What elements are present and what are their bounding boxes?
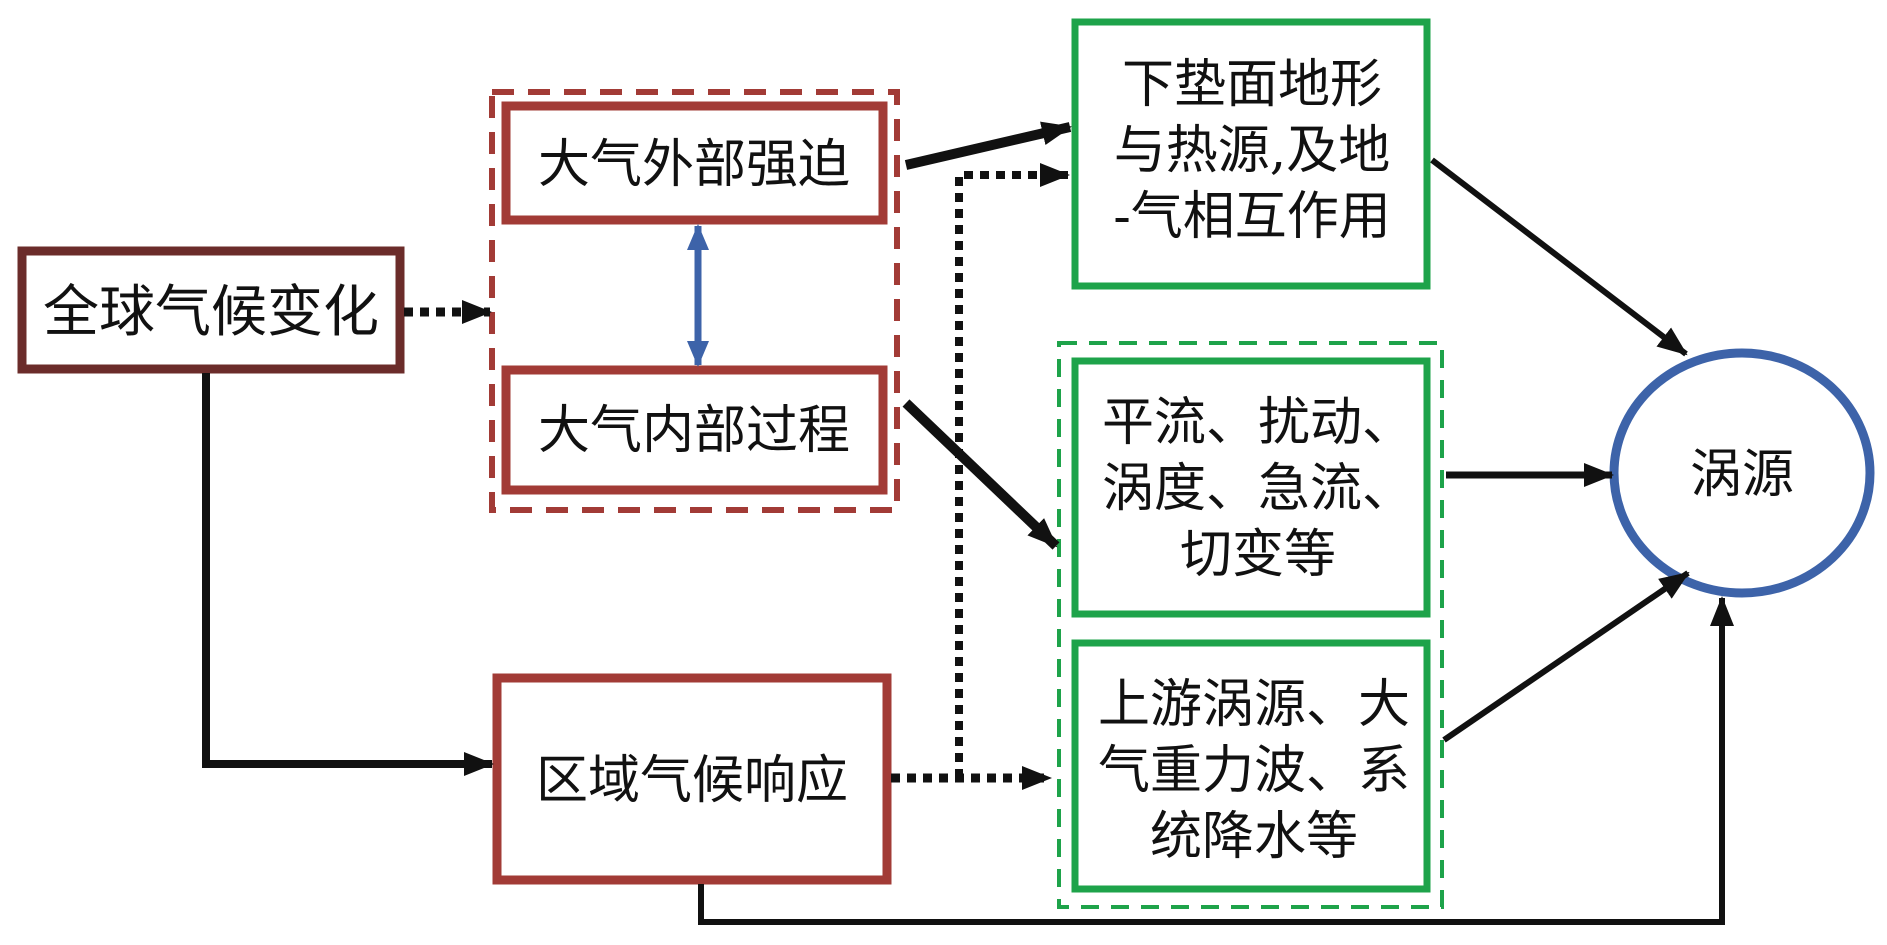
node-advection[interactable]: 平流、扰动、 涡度、急流、 切变等 — [1071, 357, 1431, 618]
node-surface-terrain-line-2: 与热源,及地 — [1114, 121, 1391, 181]
node-advection-line-3: 切变等 — [1180, 525, 1336, 585]
node-surface-terrain-line-1: 下垫面地形 — [1122, 55, 1382, 115]
node-upstream-line-1: 上游涡源、大 — [1098, 675, 1410, 735]
atmosphere-group-dashed-box — [489, 89, 900, 513]
edge-internal-to-advection — [902, 399, 1060, 550]
node-upstream-line-3: 统降水等 — [1150, 807, 1358, 867]
node-regional-response-label: 区域气候响应 — [536, 751, 848, 811]
node-global-climate-change-label: 全球气候变化 — [43, 280, 379, 345]
node-upstream-line-2: 气重力波、系 — [1098, 741, 1410, 801]
node-surface-terrain-line-3: -气相互作用 — [1113, 187, 1391, 247]
node-external-forcing[interactable]: 大气外部强迫 — [501, 101, 888, 225]
node-surface-terrain[interactable]: 下垫面地形 与热源,及地 -气相互作用 — [1071, 18, 1431, 290]
node-external-forcing-label: 大气外部强迫 — [538, 135, 850, 195]
edge-surface-to-vortex — [1430, 157, 1688, 357]
node-internal-process-label: 大气内部过程 — [538, 401, 850, 461]
node-internal-process[interactable]: 大气内部过程 — [501, 365, 888, 495]
node-advection-line-1: 平流、扰动、 — [1102, 393, 1414, 453]
node-vortex-source[interactable]: 涡源 — [1609, 348, 1875, 598]
node-advection-line-2: 涡度、急流、 — [1102, 459, 1414, 519]
edge-regional-to-surface — [955, 163, 1070, 778]
edge-upstream-to-vortex — [1442, 570, 1690, 743]
edge-global-to-regional — [202, 373, 494, 776]
edge-regional-to-vortex — [698, 596, 1734, 925]
edge-external-to-surface — [904, 121, 1072, 170]
node-global-climate-change[interactable]: 全球气候变化 — [17, 246, 405, 374]
dynamics-group-dashed-box — [1057, 341, 1444, 909]
node-upstream[interactable]: 上游涡源、大 气重力波、系 统降水等 — [1071, 639, 1431, 893]
node-vortex-source-label: 涡源 — [1690, 445, 1794, 505]
node-regional-response[interactable]: 区域气候响应 — [492, 673, 892, 885]
